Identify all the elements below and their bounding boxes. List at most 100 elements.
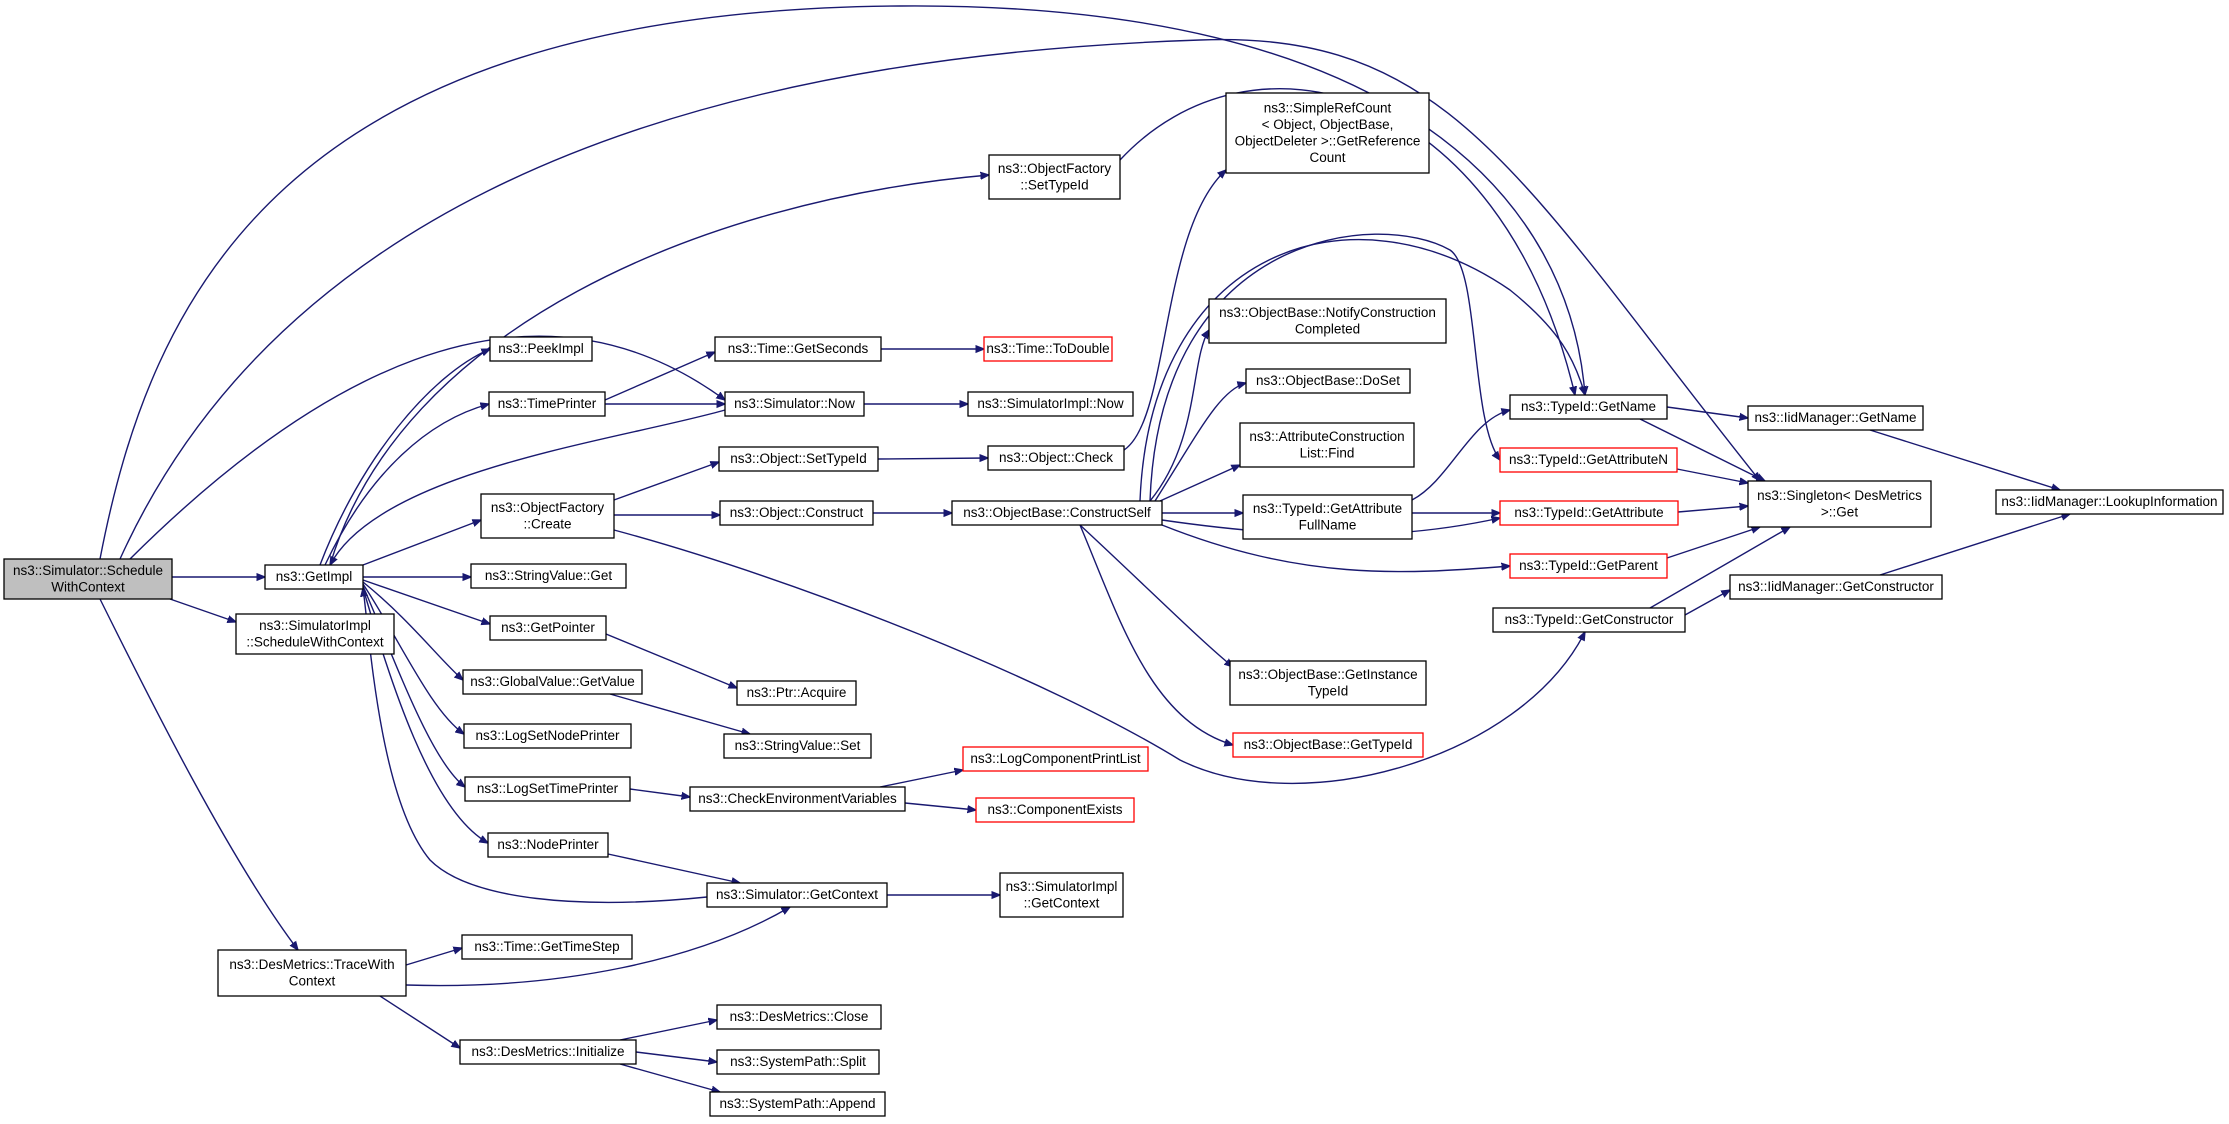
node-obconstruct[interactable]: ns3::ObjectBase::ConstructSelf <box>951 500 1163 526</box>
node-label: ns3::TypeId::GetName <box>1521 399 1656 414</box>
node-label: Count <box>1309 150 1345 165</box>
node-box <box>1245 368 1411 394</box>
node-getimpl[interactable]: ns3::GetImpl <box>264 564 364 590</box>
node-box <box>718 446 879 472</box>
edge-dminit-to-spappend <box>619 1063 720 1092</box>
node-checkenv[interactable]: ns3::CheckEnvironmentVariables <box>689 786 906 812</box>
node-iidgetctor[interactable]: ns3::IidManager::GetConstructor <box>1729 574 1943 600</box>
node-label: ns3::DesMetrics::TraceWith <box>229 957 394 972</box>
node-objcheck[interactable]: ns3::Object::Check <box>987 445 1125 471</box>
edge-timeprinter-to-getseconds <box>604 352 715 401</box>
edge-gvgetvalue-to-svset <box>609 693 750 734</box>
node-singleton[interactable]: ns3::Singleton< DesMetrics>::Get <box>1747 480 1932 528</box>
node-simimplgctx[interactable]: ns3::SimulatorImpl::GetContext <box>999 872 1124 918</box>
node-label: ns3::LogComponentPrintList <box>970 751 1141 766</box>
node-label: ns3::NodePrinter <box>497 837 599 852</box>
node-logsetnode[interactable]: ns3::LogSetNodePrinter <box>463 723 632 749</box>
node-label: ::SetTypeId <box>1020 177 1088 192</box>
node-obgettypeid[interactable]: ns3::ObjectBase::GetTypeId <box>1232 732 1424 758</box>
node-box <box>462 669 643 695</box>
node-box <box>1208 298 1447 344</box>
node-dminit[interactable]: ns3::DesMetrics::Initialize <box>459 1039 637 1065</box>
node-label: ns3::Object::Construct <box>730 505 864 520</box>
node-box <box>459 1039 637 1065</box>
node-tidgetctor[interactable]: ns3::TypeId::GetConstructor <box>1492 607 1686 633</box>
node-label: ns3::IidManager::LookupInformation <box>2001 494 2217 509</box>
edge-tracewith-to-dminit <box>379 995 460 1048</box>
node-label: ns3::Time::ToDouble <box>986 341 1109 356</box>
node-gvgetvalue[interactable]: ns3::GlobalValue::GetValue <box>462 669 643 695</box>
node-box <box>1499 500 1679 526</box>
node-tidgetparent[interactable]: ns3::TypeId::GetParent <box>1509 553 1668 579</box>
node-iidlookup[interactable]: ns3::IidManager::LookupInformation <box>1995 489 2224 515</box>
node-root[interactable]: ns3::Simulator::ScheduleWithContext <box>3 558 173 600</box>
node-box <box>489 336 593 362</box>
node-box <box>480 493 615 539</box>
node-objconstruct[interactable]: ns3::Object::Construct <box>719 500 874 526</box>
node-timegetstep[interactable]: ns3::Time::GetTimeStep <box>461 934 633 960</box>
node-simimplnow[interactable]: ns3::SimulatorImpl::Now <box>967 391 1134 417</box>
edge-ofcreate-to-tidgetctor <box>613 529 1585 785</box>
node-label: ns3::AttributeConstruction <box>1249 429 1404 444</box>
node-simgetctx[interactable]: ns3::Simulator::GetContext <box>706 882 888 908</box>
node-box <box>987 445 1125 471</box>
edge-checkenv-to-logcomplist <box>879 770 963 788</box>
node-getpointer[interactable]: ns3::GetPointer <box>489 615 607 641</box>
node-ptracquire[interactable]: ns3::Ptr::Acquire <box>736 680 857 706</box>
node-label: ns3::ObjectBase::GetInstance <box>1238 667 1417 682</box>
node-dmclose[interactable]: ns3::DesMetrics::Close <box>716 1004 882 1030</box>
node-box <box>1509 553 1668 579</box>
node-svget[interactable]: ns3::StringValue::Get <box>470 563 627 589</box>
node-tidgetattrn[interactable]: ns3::TypeId::GetAttributeN <box>1499 447 1678 473</box>
edge-objcheck-to-simplerc <box>1123 170 1226 451</box>
node-box <box>709 1091 886 1117</box>
node-objsettypeid[interactable]: ns3::Object::SetTypeId <box>718 446 879 472</box>
node-box <box>1232 732 1424 758</box>
edge-getimpl-to-timeprinter <box>324 404 489 566</box>
node-todouble[interactable]: ns3::Time::ToDouble <box>983 336 1113 362</box>
node-tidgetattr[interactable]: ns3::TypeId::GetAttribute <box>1499 500 1679 526</box>
node-timeprinter[interactable]: ns3::TimePrinter <box>488 391 606 417</box>
node-nodeprinter[interactable]: ns3::NodePrinter <box>487 832 609 858</box>
edge-simnow-to-getimpl <box>330 409 726 565</box>
node-logcomplist[interactable]: ns3::LogComponentPrintList <box>962 746 1149 772</box>
node-doset[interactable]: ns3::ObjectBase::DoSet <box>1245 368 1411 394</box>
edge-logsettime-to-checkenv <box>629 788 690 797</box>
node-svset[interactable]: ns3::StringValue::Set <box>723 733 872 759</box>
node-compexists[interactable]: ns3::ComponentExists <box>975 797 1135 823</box>
node-tidgetname[interactable]: ns3::TypeId::GetName <box>1509 394 1668 420</box>
edge-tidgetname-to-singleton <box>1639 418 1765 481</box>
node-box <box>706 882 888 908</box>
edge-getimpl-to-getpointer <box>362 579 490 624</box>
node-label: ns3::GlobalValue::GetValue <box>470 674 635 689</box>
node-spsplit[interactable]: ns3::SystemPath::Split <box>716 1049 880 1075</box>
node-box <box>470 563 627 589</box>
node-box <box>217 949 407 997</box>
edge-root-to-tracewith <box>99 598 298 950</box>
node-notifyconst[interactable]: ns3::ObjectBase::NotifyConstructionCompl… <box>1208 298 1447 344</box>
node-label: ns3::IidManager::GetConstructor <box>1738 579 1934 594</box>
node-label: ::ScheduleWithContext <box>246 634 384 649</box>
node-ofsettypeid[interactable]: ns3::ObjectFactory::SetTypeId <box>988 154 1121 200</box>
node-simnow[interactable]: ns3::Simulator::Now <box>724 391 865 417</box>
edge-dminit-to-dmclose <box>619 1020 717 1041</box>
node-label: ns3::IidManager::GetName <box>1754 410 1916 425</box>
node-simimplswc[interactable]: ns3::SimulatorImpl::ScheduleWithContext <box>235 613 395 655</box>
node-logsettime[interactable]: ns3::LogSetTimePrinter <box>464 776 631 802</box>
edge-obconstruct-to-tidgetparent <box>1161 524 1510 573</box>
node-iidgetname[interactable]: ns3::IidManager::GetName <box>1747 405 1924 431</box>
node-box <box>951 500 1163 526</box>
node-box <box>962 746 1149 772</box>
node-spappend[interactable]: ns3::SystemPath::Append <box>709 1091 886 1117</box>
node-peekimpl[interactable]: ns3::PeekImpl <box>489 336 593 362</box>
node-getseconds[interactable]: ns3::Time::GetSeconds <box>714 336 882 362</box>
node-label: ns3::StringValue::Set <box>735 738 861 753</box>
node-label: ns3::Ptr::Acquire <box>747 685 847 700</box>
node-ofcreate[interactable]: ns3::ObjectFactory::Create <box>480 493 615 539</box>
node-box <box>1509 394 1668 420</box>
node-simplerc[interactable]: ns3::SimpleRefCount< Object, ObjectBase,… <box>1225 92 1430 174</box>
